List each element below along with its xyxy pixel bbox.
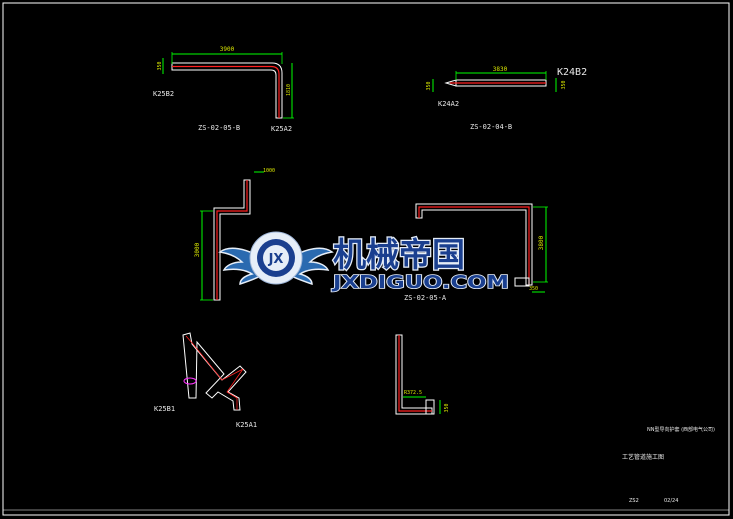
emblem-text: JX	[268, 252, 284, 267]
pipe-outline	[213, 179, 251, 301]
label-k25b2: K25B2	[153, 90, 174, 98]
title-line-1: NN型导向护套 (西部电气公司)	[647, 426, 715, 433]
title-block: NN型导向护套 (西部电气公司) 工艺管道施工图 ZS2 02/24	[622, 426, 715, 504]
pipe-centerline	[216, 180, 248, 300]
dim-bottom-text: 350	[529, 286, 538, 292]
drawing-zs-02-05-a: 1000 3000 3800 350 ZS-02-05-A	[194, 168, 548, 302]
label-k25b1: K25B1	[154, 405, 175, 413]
dim-vertical-left-text: 350	[426, 81, 432, 90]
flange-marker	[183, 377, 197, 385]
fitting	[514, 277, 530, 287]
pipe-centerline	[418, 206, 530, 285]
dim-b-text: 350	[444, 403, 450, 412]
caption-zs-02-04-b: ZS-02-04-B	[470, 123, 512, 131]
dim-a-text: R372.5	[404, 390, 422, 396]
drawing-small-pipe: R372.5 350	[395, 334, 450, 415]
dim-left-text: 3000	[194, 242, 201, 257]
dim-vertical-right-text: 1810	[286, 84, 292, 96]
title-line-2: 工艺管道施工图	[622, 453, 664, 461]
dim-horizontal-text: 3900	[220, 46, 235, 53]
dim-right-text: 3800	[538, 235, 545, 250]
label-k25a1: K25A1	[236, 421, 257, 429]
label-k24a2: K24A2	[438, 100, 459, 108]
watermark: JX 机械帝国 JXDIGUO.COM	[218, 231, 510, 294]
watermark-en: JXDIGUO.COM	[330, 272, 509, 293]
pipe-centerline	[172, 65, 280, 118]
dim-vertical-left-text: 350	[157, 61, 163, 70]
gear-core	[263, 245, 289, 271]
drawing-zs-02-05-b: 3900 350 1810 K25B2 K25A2 ZS-02-05-B	[153, 46, 294, 133]
caption-zs-02-05-b: ZS-02-05-B	[198, 124, 240, 132]
pipe-outline	[171, 62, 283, 119]
label-k24b2: K24B2	[557, 67, 587, 78]
dim-vertical-right-text: 350	[561, 80, 567, 89]
pipe-centerline	[185, 335, 244, 410]
pipe-centerline	[398, 335, 432, 412]
title-code-b: 02/24	[664, 498, 678, 504]
pipe-outline	[182, 332, 247, 411]
title-code-a: ZS2	[629, 498, 639, 504]
pipe-outline	[395, 334, 433, 415]
dim-horizontal-text: 3830	[493, 66, 508, 73]
label-k25a2: K25A2	[271, 125, 292, 133]
fitting	[425, 399, 435, 415]
caption-zs-02-05-a: ZS-02-05-A	[404, 294, 447, 302]
watermark-cn: 机械帝国	[333, 235, 465, 274]
drawing-isometric-k25: K25B1 K25A1	[154, 332, 257, 429]
pipe-outline	[415, 203, 533, 286]
dim-top-text: 1000	[263, 168, 275, 174]
drawing-zs-02-04-b: 3830 350 350 K24A2 K24B2 ZS-02-04-B	[426, 66, 587, 131]
